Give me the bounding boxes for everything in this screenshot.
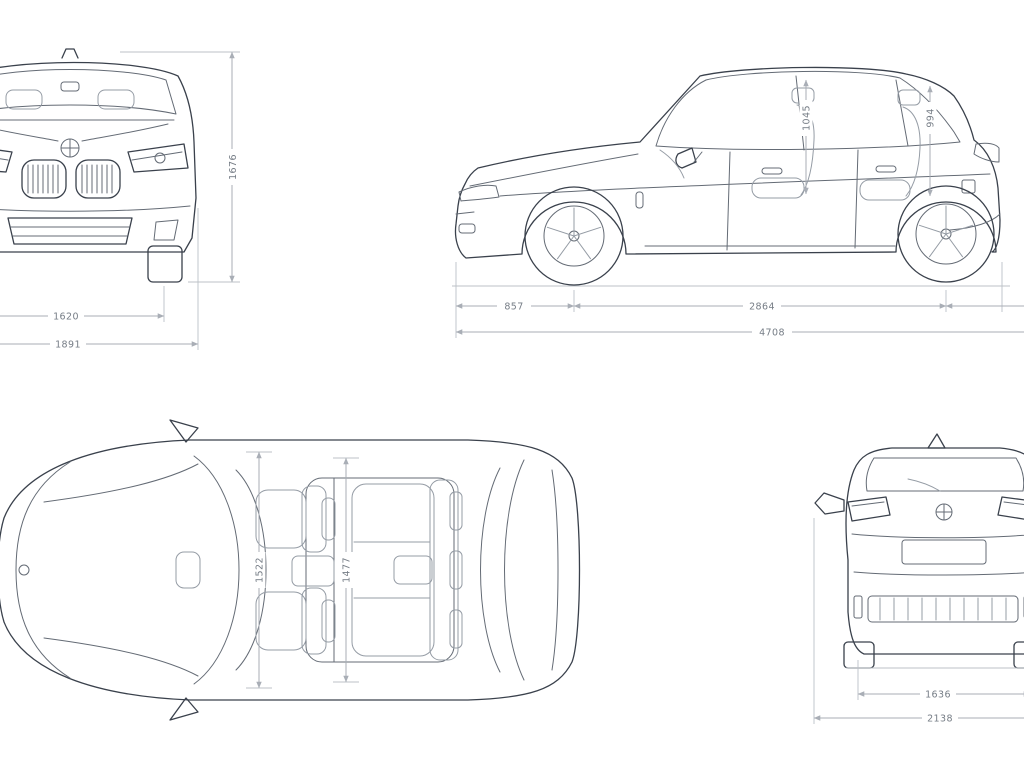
wheel <box>843 641 875 669</box>
rear-interior-width-value: 1477 <box>342 557 353 583</box>
tail-light <box>973 142 1000 163</box>
top-dim-rear-interior-width: 1477 <box>333 457 359 683</box>
rear-headroom-value: 994 <box>926 108 937 127</box>
front-air-intake <box>7 217 133 245</box>
wheel <box>524 186 624 286</box>
side-dim-rear-headroom: 994 <box>923 85 937 197</box>
front-seats <box>255 485 336 655</box>
wheelbase-value: 2864 <box>749 302 775 313</box>
door-handle <box>761 167 783 175</box>
rear-dim-rear-track: 1636 <box>857 660 1024 701</box>
front-view: 1676 1620 1891 <box>0 48 240 351</box>
wheel <box>1013 641 1024 669</box>
front-height-value: 1676 <box>228 154 239 180</box>
fender-vent <box>635 191 644 209</box>
hood-roundel-icon <box>18 564 30 576</box>
side-dim-overall-length: 4708 <box>455 325 1024 339</box>
panorama-roof <box>305 477 455 663</box>
rear-dim-width-incl-mirrors: 2138 <box>813 518 1024 725</box>
front-track-value: 1620 <box>53 312 79 323</box>
side-dim-front-overhang: 857 <box>455 299 575 313</box>
front-car-drawing <box>0 48 197 283</box>
headlight <box>0 149 13 173</box>
wheel <box>147 245 183 283</box>
center-console <box>291 555 335 587</box>
side-mirror <box>169 419 199 443</box>
rear-seat <box>859 89 921 201</box>
rearview-mirror <box>60 81 80 92</box>
tail-light <box>847 496 891 522</box>
width-incl-mirrors-value: 2138 <box>927 714 953 725</box>
front-dim-body-width: 1891 <box>0 208 199 351</box>
side-mirror <box>169 697 199 721</box>
overall-length-value: 4708 <box>759 328 785 339</box>
headlight <box>127 143 189 173</box>
front-dim-height: 1676 <box>120 51 240 283</box>
side-view: 1045 994 857 2864 4708 <box>452 66 1024 339</box>
wheel <box>897 185 995 283</box>
fuel-flap <box>961 179 976 194</box>
rear-track-value: 1636 <box>925 690 951 701</box>
dashboard-element <box>175 551 201 589</box>
front-overhang-value: 857 <box>504 302 523 313</box>
tail-light <box>997 496 1024 520</box>
license-plate-recess <box>901 539 987 565</box>
front-dim-track-width: 1620 <box>0 286 165 323</box>
top-view: 1522 1477 <box>0 419 581 721</box>
kidney-grille <box>21 159 121 199</box>
rear-bench <box>351 479 463 661</box>
bmw-roundel-icon <box>60 138 80 158</box>
rear-view: 1636 2138 <box>813 433 1024 725</box>
headrest <box>97 89 135 110</box>
fog-light <box>458 223 476 234</box>
bumper-vents <box>867 595 1019 623</box>
side-mirror <box>675 147 703 169</box>
side-mirror <box>814 492 845 515</box>
headlight <box>458 184 500 202</box>
top-dim-front-interior-width: 1522 <box>246 451 272 689</box>
roof-antenna-icon <box>61 48 79 59</box>
front-headroom-value: 1045 <box>802 105 813 131</box>
front-width-value: 1891 <box>55 340 81 351</box>
side-dim-wheelbase: 2864 <box>573 299 947 313</box>
rear-wiper <box>907 478 941 492</box>
reflector <box>853 595 863 619</box>
top-car-drawing <box>0 419 581 721</box>
roof-antenna-icon <box>927 433 946 449</box>
bmw-roundel-icon <box>935 503 953 521</box>
door-handle <box>875 165 897 173</box>
rear-car-drawing <box>814 433 1024 669</box>
headrest <box>5 89 43 110</box>
side-car-drawing <box>454 66 1001 286</box>
fog-light <box>153 219 179 241</box>
side-dim-front-headroom: 1045 <box>799 79 813 195</box>
front-interior-width-value: 1522 <box>255 557 266 583</box>
